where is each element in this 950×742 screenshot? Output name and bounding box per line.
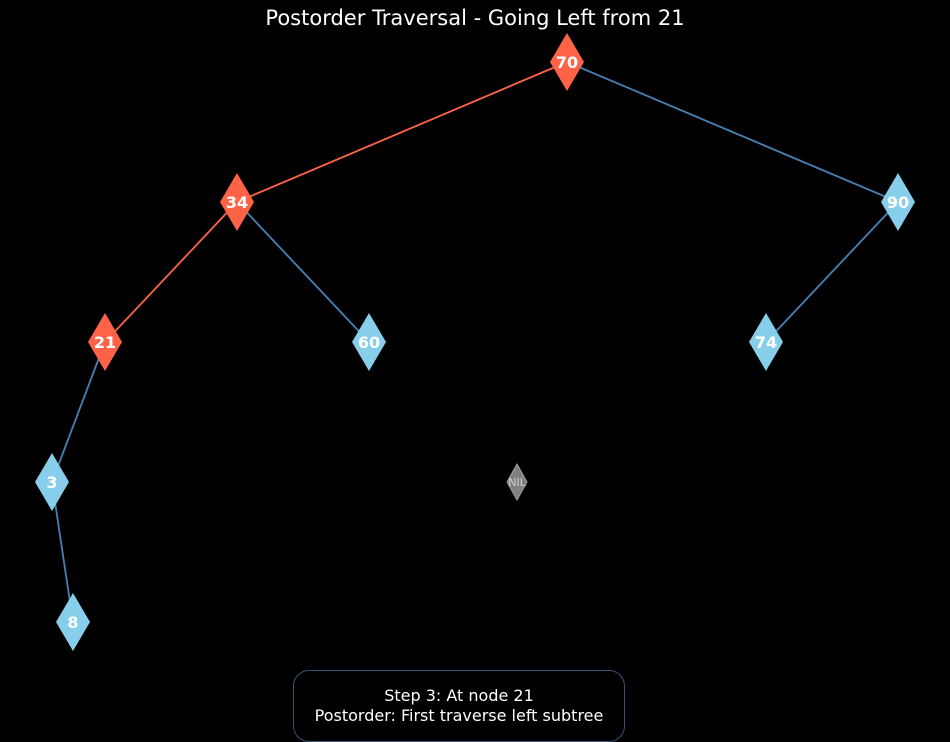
tree-node-90: 90 [881, 173, 915, 231]
edge-90-74 [765, 201, 899, 343]
node-label-74: 74 [755, 333, 777, 352]
node-shape-60 [352, 313, 386, 371]
node-label-3: 3 [46, 473, 57, 492]
edge-70-34 [236, 61, 568, 203]
tree-node-60: 60 [352, 313, 386, 371]
node-shape-nil [506, 462, 528, 502]
status-line-description: Postorder: First traverse left subtree [314, 706, 604, 725]
edges-layer [51, 61, 899, 623]
tree-node-21: 21 [88, 313, 122, 371]
edge-21-3 [51, 341, 106, 483]
tree-node-70: 70 [550, 33, 584, 91]
node-label-60: 60 [358, 333, 380, 352]
edge-70-90 [566, 61, 899, 203]
tree-node-8: 8 [56, 593, 90, 651]
node-label-21: 21 [94, 333, 116, 352]
node-shape-8 [56, 593, 90, 651]
node-label-nil: NIL [508, 476, 526, 489]
tree-node-3: 3 [35, 453, 69, 511]
node-label-90: 90 [887, 193, 909, 212]
node-shape-34 [220, 173, 254, 231]
tree-node-nil: NIL [506, 462, 528, 502]
nodes-layer: 70 34 90 21 60 74 3 NIL 8 [35, 33, 915, 651]
node-label-8: 8 [67, 613, 78, 632]
edge-34-21 [104, 201, 238, 343]
node-shape-3 [35, 453, 69, 511]
node-shape-90 [881, 173, 915, 231]
tree-node-34: 34 [220, 173, 254, 231]
status-box: Step 3: At node 21 Postorder: First trav… [293, 670, 625, 742]
tree-node-74: 74 [749, 313, 783, 371]
status-line-step: Step 3: At node 21 [384, 686, 534, 705]
node-shape-21 [88, 313, 122, 371]
diagram-title: Postorder Traversal - Going Left from 21 [265, 6, 685, 30]
node-shape-74 [749, 313, 783, 371]
node-label-34: 34 [226, 193, 248, 212]
edge-3-8 [51, 481, 74, 623]
node-shape-70 [550, 33, 584, 91]
node-label-70: 70 [556, 53, 578, 72]
edge-34-60 [236, 201, 370, 343]
